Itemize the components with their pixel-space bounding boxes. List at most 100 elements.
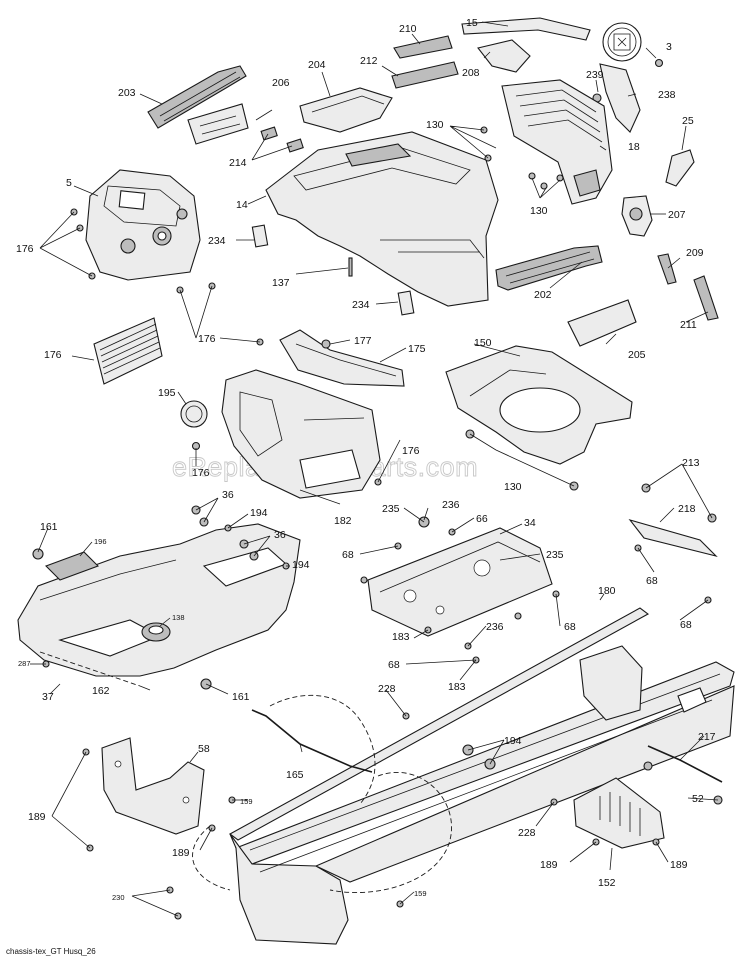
part-209-spring	[657, 253, 677, 285]
label-230: 230	[112, 893, 125, 902]
label-176: 176	[402, 445, 420, 457]
part-214-clips	[260, 126, 304, 153]
label-210: 210	[399, 23, 417, 35]
label-165: 165	[286, 769, 304, 781]
label-68: 68	[388, 659, 400, 671]
part-25-strap	[665, 149, 695, 187]
part-137-pin	[348, 257, 353, 277]
label-180: 180	[598, 585, 616, 597]
label-36: 36	[274, 529, 286, 541]
label-203: 203	[118, 87, 136, 99]
label-287: 287	[18, 659, 31, 668]
label-15: 15	[466, 17, 478, 29]
label-195: 195	[158, 387, 176, 399]
part-234-pad-upper	[251, 224, 269, 248]
label-36: 36	[222, 489, 234, 501]
part-178-vent-grille	[93, 317, 163, 385]
label-235: 235	[546, 549, 564, 561]
part-195-knob	[180, 400, 208, 451]
part-number-labels: 210 15 3 212 204 208 239 238 203 206 130…	[16, 17, 716, 902]
label-217: 217	[698, 731, 716, 743]
label-152: 152	[598, 877, 616, 889]
part-18-front-grille	[501, 79, 613, 205]
label-212: 212	[360, 55, 378, 67]
label-159: 159	[240, 797, 253, 806]
label-138: 138	[172, 613, 185, 622]
label-161: 161	[232, 691, 250, 703]
label-189: 189	[172, 847, 190, 859]
part-203-grille-strip	[147, 65, 247, 129]
label-150: 150	[474, 337, 492, 349]
label-34: 34	[524, 517, 536, 529]
label-235: 235	[382, 503, 400, 515]
label-204: 204	[308, 59, 326, 71]
label-236: 236	[442, 499, 460, 511]
part-210-grille	[393, 35, 453, 59]
label-25: 25	[682, 115, 694, 127]
part-182-console	[221, 369, 381, 499]
part-165-rod	[251, 709, 373, 773]
part-206-bracket	[187, 103, 249, 145]
label-137: 137	[272, 277, 290, 289]
label-68: 68	[680, 619, 692, 631]
label-228: 228	[518, 827, 536, 839]
part-208-bracket	[477, 39, 531, 73]
label-14: 14	[236, 199, 248, 211]
label-239: 239	[586, 69, 604, 81]
part-138-boot	[141, 622, 171, 642]
part-196-plate	[45, 551, 99, 581]
label-176: 176	[44, 349, 62, 361]
label-194: 194	[250, 507, 268, 519]
label-68: 68	[646, 575, 658, 587]
label-189: 189	[28, 811, 46, 823]
label-176: 176	[16, 243, 34, 255]
part-204-lid	[299, 87, 393, 133]
label-189: 189	[540, 859, 558, 871]
label-211: 211	[680, 319, 697, 331]
label-234: 234	[352, 299, 370, 311]
label-209: 209	[686, 247, 704, 259]
label-68: 68	[342, 549, 354, 561]
label-66: 66	[476, 513, 488, 525]
label-205: 205	[628, 349, 646, 361]
part-234-pad-lower	[397, 290, 415, 316]
part-14-hood	[265, 131, 499, 307]
label-18: 18	[628, 141, 640, 153]
label-183: 183	[392, 631, 410, 643]
label-194: 194	[292, 559, 310, 571]
part-3-emblem	[602, 22, 664, 68]
part-152-guard	[573, 777, 665, 849]
diagram-code: chassis-tex_GT Husq_26	[6, 947, 96, 956]
part-37-footrest-pan	[17, 523, 301, 677]
label-130: 130	[530, 205, 548, 217]
label-130: 130	[426, 119, 444, 131]
label-238: 238	[658, 89, 676, 101]
part-218-bracket	[628, 519, 718, 558]
part-177-fastener	[321, 339, 331, 349]
part-211-spring	[693, 275, 719, 321]
label-208: 208	[462, 67, 480, 79]
part-175-bracket	[279, 329, 405, 387]
label-176: 176	[198, 333, 216, 345]
label-176: 176	[192, 467, 210, 479]
label-218: 218	[678, 503, 696, 515]
label-175: 175	[408, 343, 426, 355]
label-37: 37	[42, 691, 54, 703]
leader-lines	[30, 21, 719, 917]
routing-lines	[39, 651, 452, 893]
label-3: 3	[666, 41, 672, 53]
label-202: 202	[534, 289, 552, 301]
label-177: 177	[354, 335, 372, 347]
label-236: 236	[486, 621, 504, 633]
part-15-bar	[461, 17, 591, 41]
label-161: 161	[40, 521, 58, 533]
label-68: 68	[564, 621, 576, 633]
label-159: 159	[414, 889, 427, 898]
part-212-grille	[391, 61, 459, 89]
part-180-frame-rails	[228, 607, 735, 945]
label-162: 162	[92, 685, 110, 697]
label-130: 130	[504, 481, 522, 493]
label-182: 182	[334, 515, 352, 527]
label-58: 58	[198, 743, 210, 755]
label-214: 214	[229, 157, 247, 169]
